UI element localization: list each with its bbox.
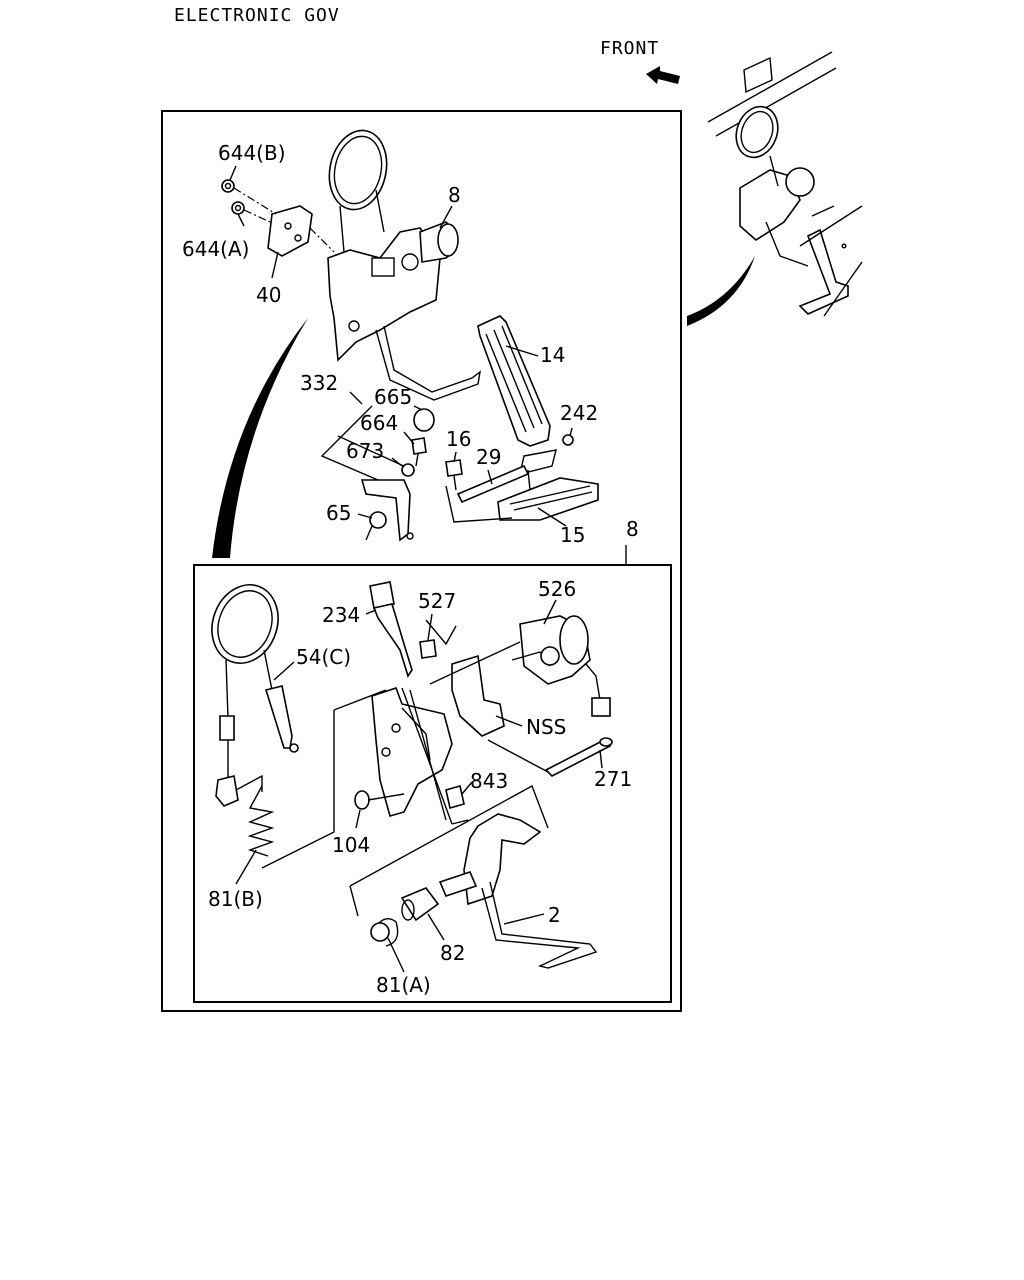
callout-271: 271 bbox=[594, 767, 632, 791]
callout-8-top: 8 bbox=[448, 183, 461, 207]
callout-15: 15 bbox=[560, 523, 585, 547]
callout-644a: 644(A) bbox=[182, 237, 249, 261]
callout-664: 664 bbox=[360, 411, 398, 435]
bracket-kit-332 bbox=[320, 405, 435, 542]
callout-2: 2 bbox=[548, 903, 561, 927]
callout-40: 40 bbox=[256, 283, 281, 307]
callout-665: 665 bbox=[374, 385, 412, 409]
callout-14: 14 bbox=[540, 343, 565, 367]
callout-81b: 81(B) bbox=[208, 887, 263, 911]
main-assembly-frame bbox=[161, 110, 682, 1012]
callout-8-sub: 8 bbox=[626, 517, 639, 541]
callout-234: 234 bbox=[322, 603, 360, 627]
subassembly-pointer-arc bbox=[212, 318, 308, 558]
callout-673: 673 bbox=[346, 439, 384, 463]
callout-82: 82 bbox=[440, 941, 465, 965]
accelerator-pedal bbox=[445, 315, 599, 523]
callout-29: 29 bbox=[476, 445, 501, 469]
callout-527: 527 bbox=[418, 589, 456, 613]
subassembly-frame bbox=[193, 564, 672, 1003]
callout-16: 16 bbox=[446, 427, 471, 451]
front-arrow-icon bbox=[646, 66, 680, 84]
callout-332: 332 bbox=[300, 371, 338, 395]
context-pointer-arc bbox=[687, 256, 755, 326]
callout-labels: 644(B) 644(A) 40 8 332 665 664 673 65 14… bbox=[182, 141, 639, 997]
callout-81a: 81(A) bbox=[376, 973, 431, 997]
diagram-title: ELECTRONIC GOV bbox=[174, 5, 340, 26]
front-label: FRONT bbox=[600, 38, 659, 59]
callout-104: 104 bbox=[332, 833, 370, 857]
callout-843: 843 bbox=[470, 769, 508, 793]
pedal-assembly-top bbox=[221, 129, 481, 401]
callout-54c: 54(C) bbox=[296, 645, 351, 669]
subassembly-parts bbox=[211, 581, 613, 969]
leader-lines bbox=[229, 165, 603, 973]
callout-644b: 644(B) bbox=[218, 141, 286, 165]
callout-nss: NSS bbox=[526, 715, 566, 739]
vehicle-context-sketch bbox=[707, 51, 863, 317]
callout-242: 242 bbox=[560, 401, 598, 425]
callout-526: 526 bbox=[538, 577, 576, 601]
callout-65: 65 bbox=[326, 501, 351, 525]
